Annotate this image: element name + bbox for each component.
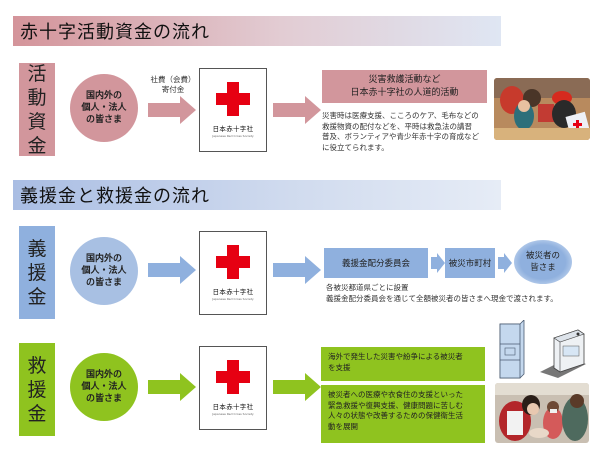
refrigerator-washing-machine-icon [498, 319, 590, 382]
section-title: 義援金と救援金の流れ [20, 186, 210, 207]
disaster-municipality-box: 被災市町村 [445, 248, 495, 278]
flow-arrow [148, 373, 196, 401]
emergency-relief-box: 被災者への医療や衣食住の支援といった 緊急救援や復興支援、健康問題に苦しむ 人々… [321, 385, 485, 443]
disaster-victims-node: 被災者の 皆さま [514, 240, 572, 284]
arrow-label: 社費（会費） 寄付金 [150, 75, 196, 94]
red-cross-icon [216, 82, 250, 116]
section-header-relief-funds: 義援金と救援金の流れ [13, 180, 501, 210]
vertical-label-kyuenkin: 救 援 金 [19, 343, 55, 436]
jrc-logo: 日本赤十字社 Japanese Red Cross Society [199, 231, 267, 315]
red-cross-icon [216, 245, 250, 279]
vertical-label-gienkin: 義 援 金 [19, 226, 55, 319]
jrc-logo: 日本赤十字社 Japanese Red Cross Society [199, 68, 267, 152]
distribution-committee-box: 義援金配分委員会 [324, 248, 428, 278]
flow-arrow [273, 256, 321, 284]
flow-arrow-small [431, 253, 445, 273]
flow-arrow-small [498, 253, 512, 273]
red-cross-icon [216, 360, 250, 394]
result-box-humanitarian: 災害救護活動など 日本赤十字社の人道的活動 [322, 70, 487, 103]
relief-volunteers-photo [494, 78, 590, 140]
gienkin-note: 各被災都道県ごとに設置 義援金配分委員会を通じて全額被災者の皆さまへ現金で渡され… [326, 283, 558, 303]
flow-arrow [148, 96, 196, 124]
section-title: 赤十字活動資金の流れ [20, 22, 210, 43]
overseas-support-box: 海外で発生した災害や紛争による被災者 を支援 [321, 347, 485, 381]
section-header-activity-funds: 赤十字活動資金の流れ [13, 16, 501, 46]
donor-circle: 国内外の 個人・法人 の皆さま [70, 237, 138, 305]
medical-aid-photo [495, 383, 589, 443]
flow-arrow [148, 256, 196, 284]
flow-arrow [273, 373, 321, 401]
activity-description: 災害時は医療支援、こころのケア、毛布などの 救援物資の配付などを、平時は救急法の… [322, 111, 480, 152]
donor-circle: 国内外の 個人・法人 の皆さま [70, 353, 138, 421]
donor-circle: 国内外の 個人・法人 の皆さま [70, 74, 138, 142]
flow-arrow [273, 96, 321, 124]
jrc-logo: 日本赤十字社 Japanese Red Cross Society [199, 346, 267, 430]
vertical-label-activity-funds: 活 動 資 金 [19, 63, 55, 157]
